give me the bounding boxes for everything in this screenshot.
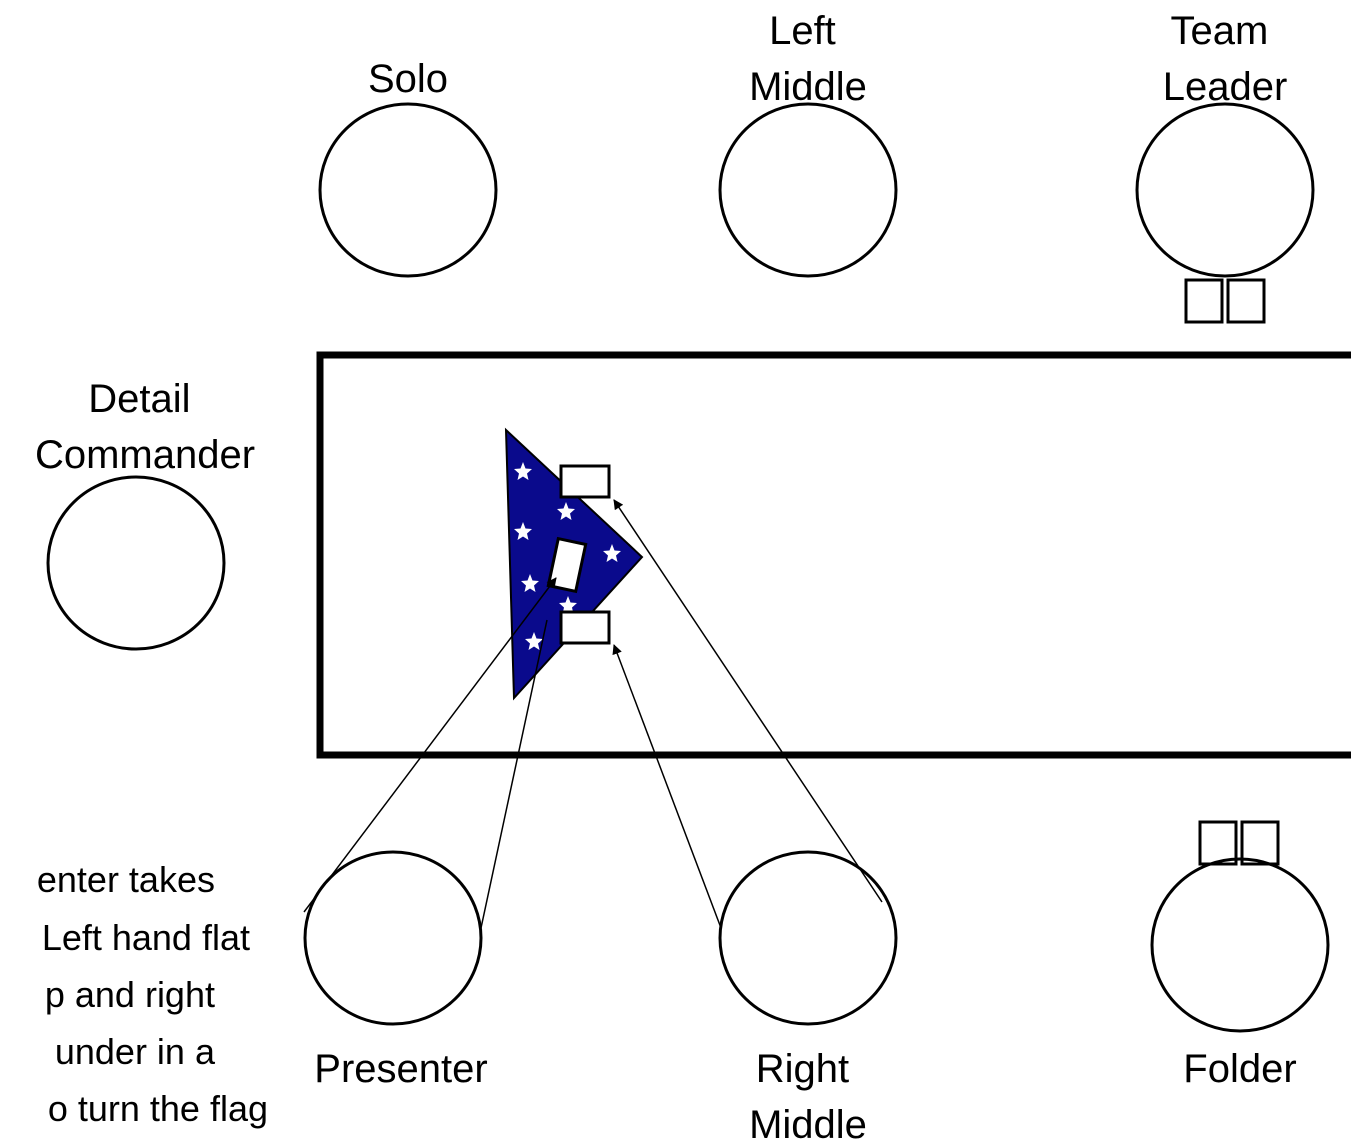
right-middle-position (718, 850, 898, 1026)
team-leader-gloves (1184, 278, 1266, 324)
left-middle-position (718, 102, 898, 278)
glove-icon (1240, 820, 1280, 866)
arrow (303, 577, 557, 913)
hand-icon (559, 610, 611, 645)
star-icon (521, 574, 539, 592)
left-middle-label: Left Middle (749, 9, 867, 109)
hand-icon (546, 536, 588, 594)
detail-commander-label: Detail Commander (35, 377, 255, 477)
glove-icon (1198, 820, 1238, 866)
folder-label: Folder (1183, 1047, 1296, 1091)
star-icon (514, 462, 532, 480)
arrow-line (480, 619, 548, 929)
arrow (613, 499, 883, 903)
glove-icon (1226, 278, 1266, 324)
arrow (612, 644, 722, 929)
star-icon (603, 544, 621, 562)
presenter-label: Presenter (314, 1047, 487, 1091)
glove-icon (1184, 278, 1224, 324)
hand-icon (559, 464, 611, 499)
star-icon (525, 632, 543, 650)
star-icon (559, 596, 577, 614)
flag-stars (514, 462, 621, 650)
right-middle-label: Right Middle (749, 1047, 867, 1147)
table (316, 351, 1351, 759)
folded-flag (504, 427, 644, 701)
folder-position (1150, 857, 1330, 1033)
solo-label: Solo (368, 57, 448, 101)
detail-commander-position (46, 475, 226, 651)
presenter-position (303, 850, 483, 1026)
instruction-note: enter takes Left hand flat p and right u… (37, 859, 268, 1129)
team-leader-label: Team Leader (1163, 9, 1288, 109)
star-icon (557, 502, 575, 520)
star-icon (514, 522, 532, 540)
folder-gloves (1198, 820, 1280, 866)
arrows (303, 499, 883, 929)
solo-position (318, 102, 498, 278)
team-leader-position (1135, 102, 1315, 278)
